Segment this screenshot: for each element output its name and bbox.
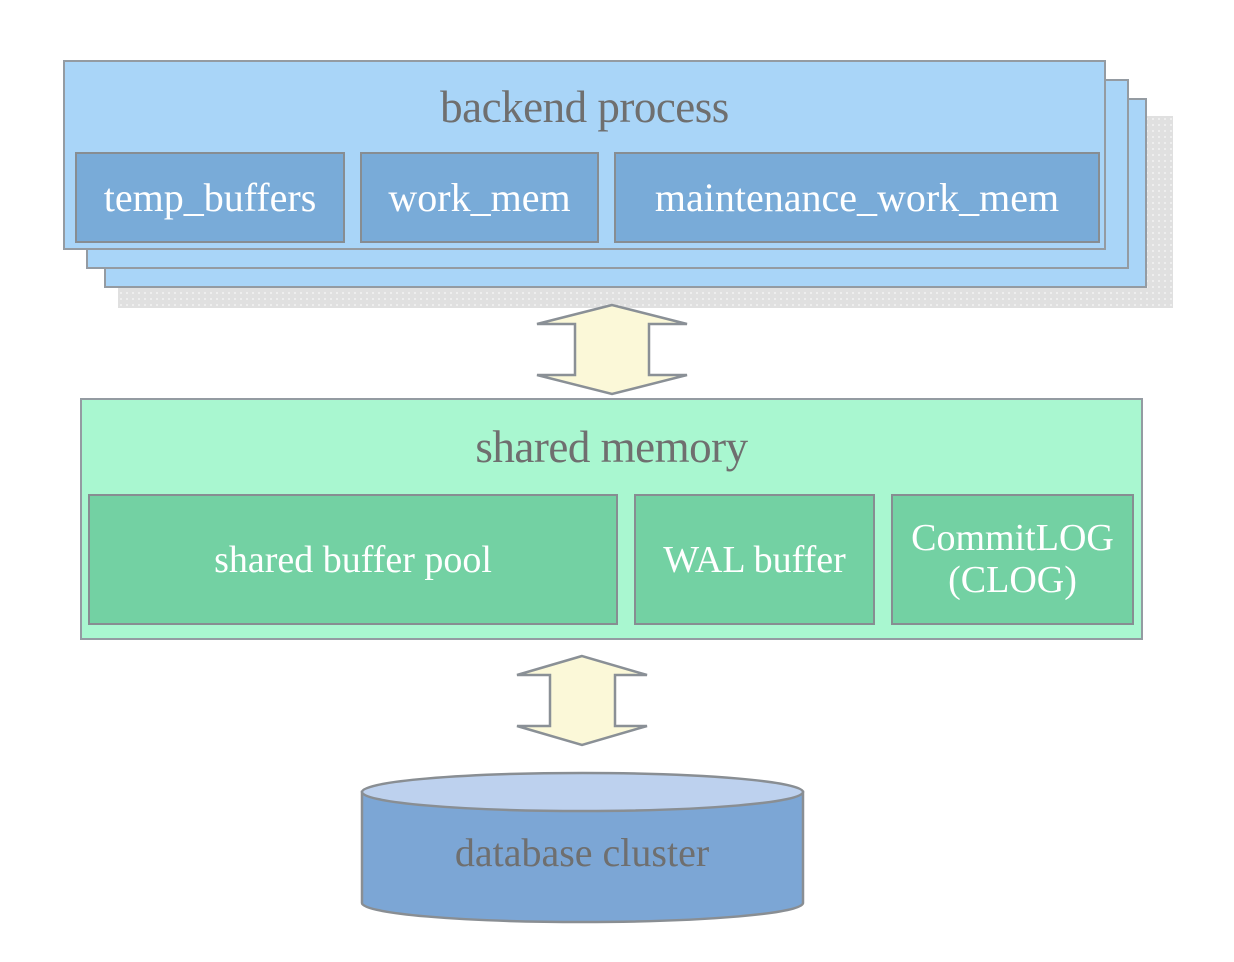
- database-cylinder-icon: [360, 771, 805, 924]
- shared-memory-box: shared memory shared buffer pool WAL buf…: [80, 398, 1143, 640]
- backend-process-box: backend process temp_buffers work_mem ma…: [63, 60, 1106, 250]
- shared-buffer-pool-label: shared buffer pool: [214, 538, 492, 581]
- shared-memory-title: shared memory: [475, 422, 748, 472]
- database-cluster-label: database cluster: [454, 829, 710, 875]
- wal-buffer-box: WAL buffer: [634, 494, 875, 625]
- backend-process-title: backend process: [440, 82, 729, 132]
- commit-log-label: CommitLOG (CLOG): [911, 516, 1114, 601]
- wal-buffer-label: WAL buffer: [663, 538, 846, 581]
- commit-log-box: CommitLOG (CLOG): [891, 494, 1134, 625]
- cylinder-body: [360, 790, 805, 924]
- maintenance-work-mem-box: maintenance_work_mem: [614, 152, 1100, 243]
- cylinder-top: [360, 771, 805, 813]
- maintenance-work-mem-label: maintenance_work_mem: [654, 175, 1060, 220]
- shared-buffer-pool-box: shared buffer pool: [88, 494, 618, 625]
- temp-buffers-label: temp_buffers: [103, 175, 317, 220]
- updown-arrow-icon: [536, 303, 688, 396]
- work-mem-label: work_mem: [388, 175, 571, 220]
- backend-shared-updown-arrow-icon: [536, 303, 688, 396]
- shared-database-updown-arrow-icon: [516, 654, 648, 747]
- work-mem-box: work_mem: [360, 152, 599, 243]
- updown-arrow-icon: [516, 654, 648, 747]
- temp-buffers-box: temp_buffers: [75, 152, 345, 243]
